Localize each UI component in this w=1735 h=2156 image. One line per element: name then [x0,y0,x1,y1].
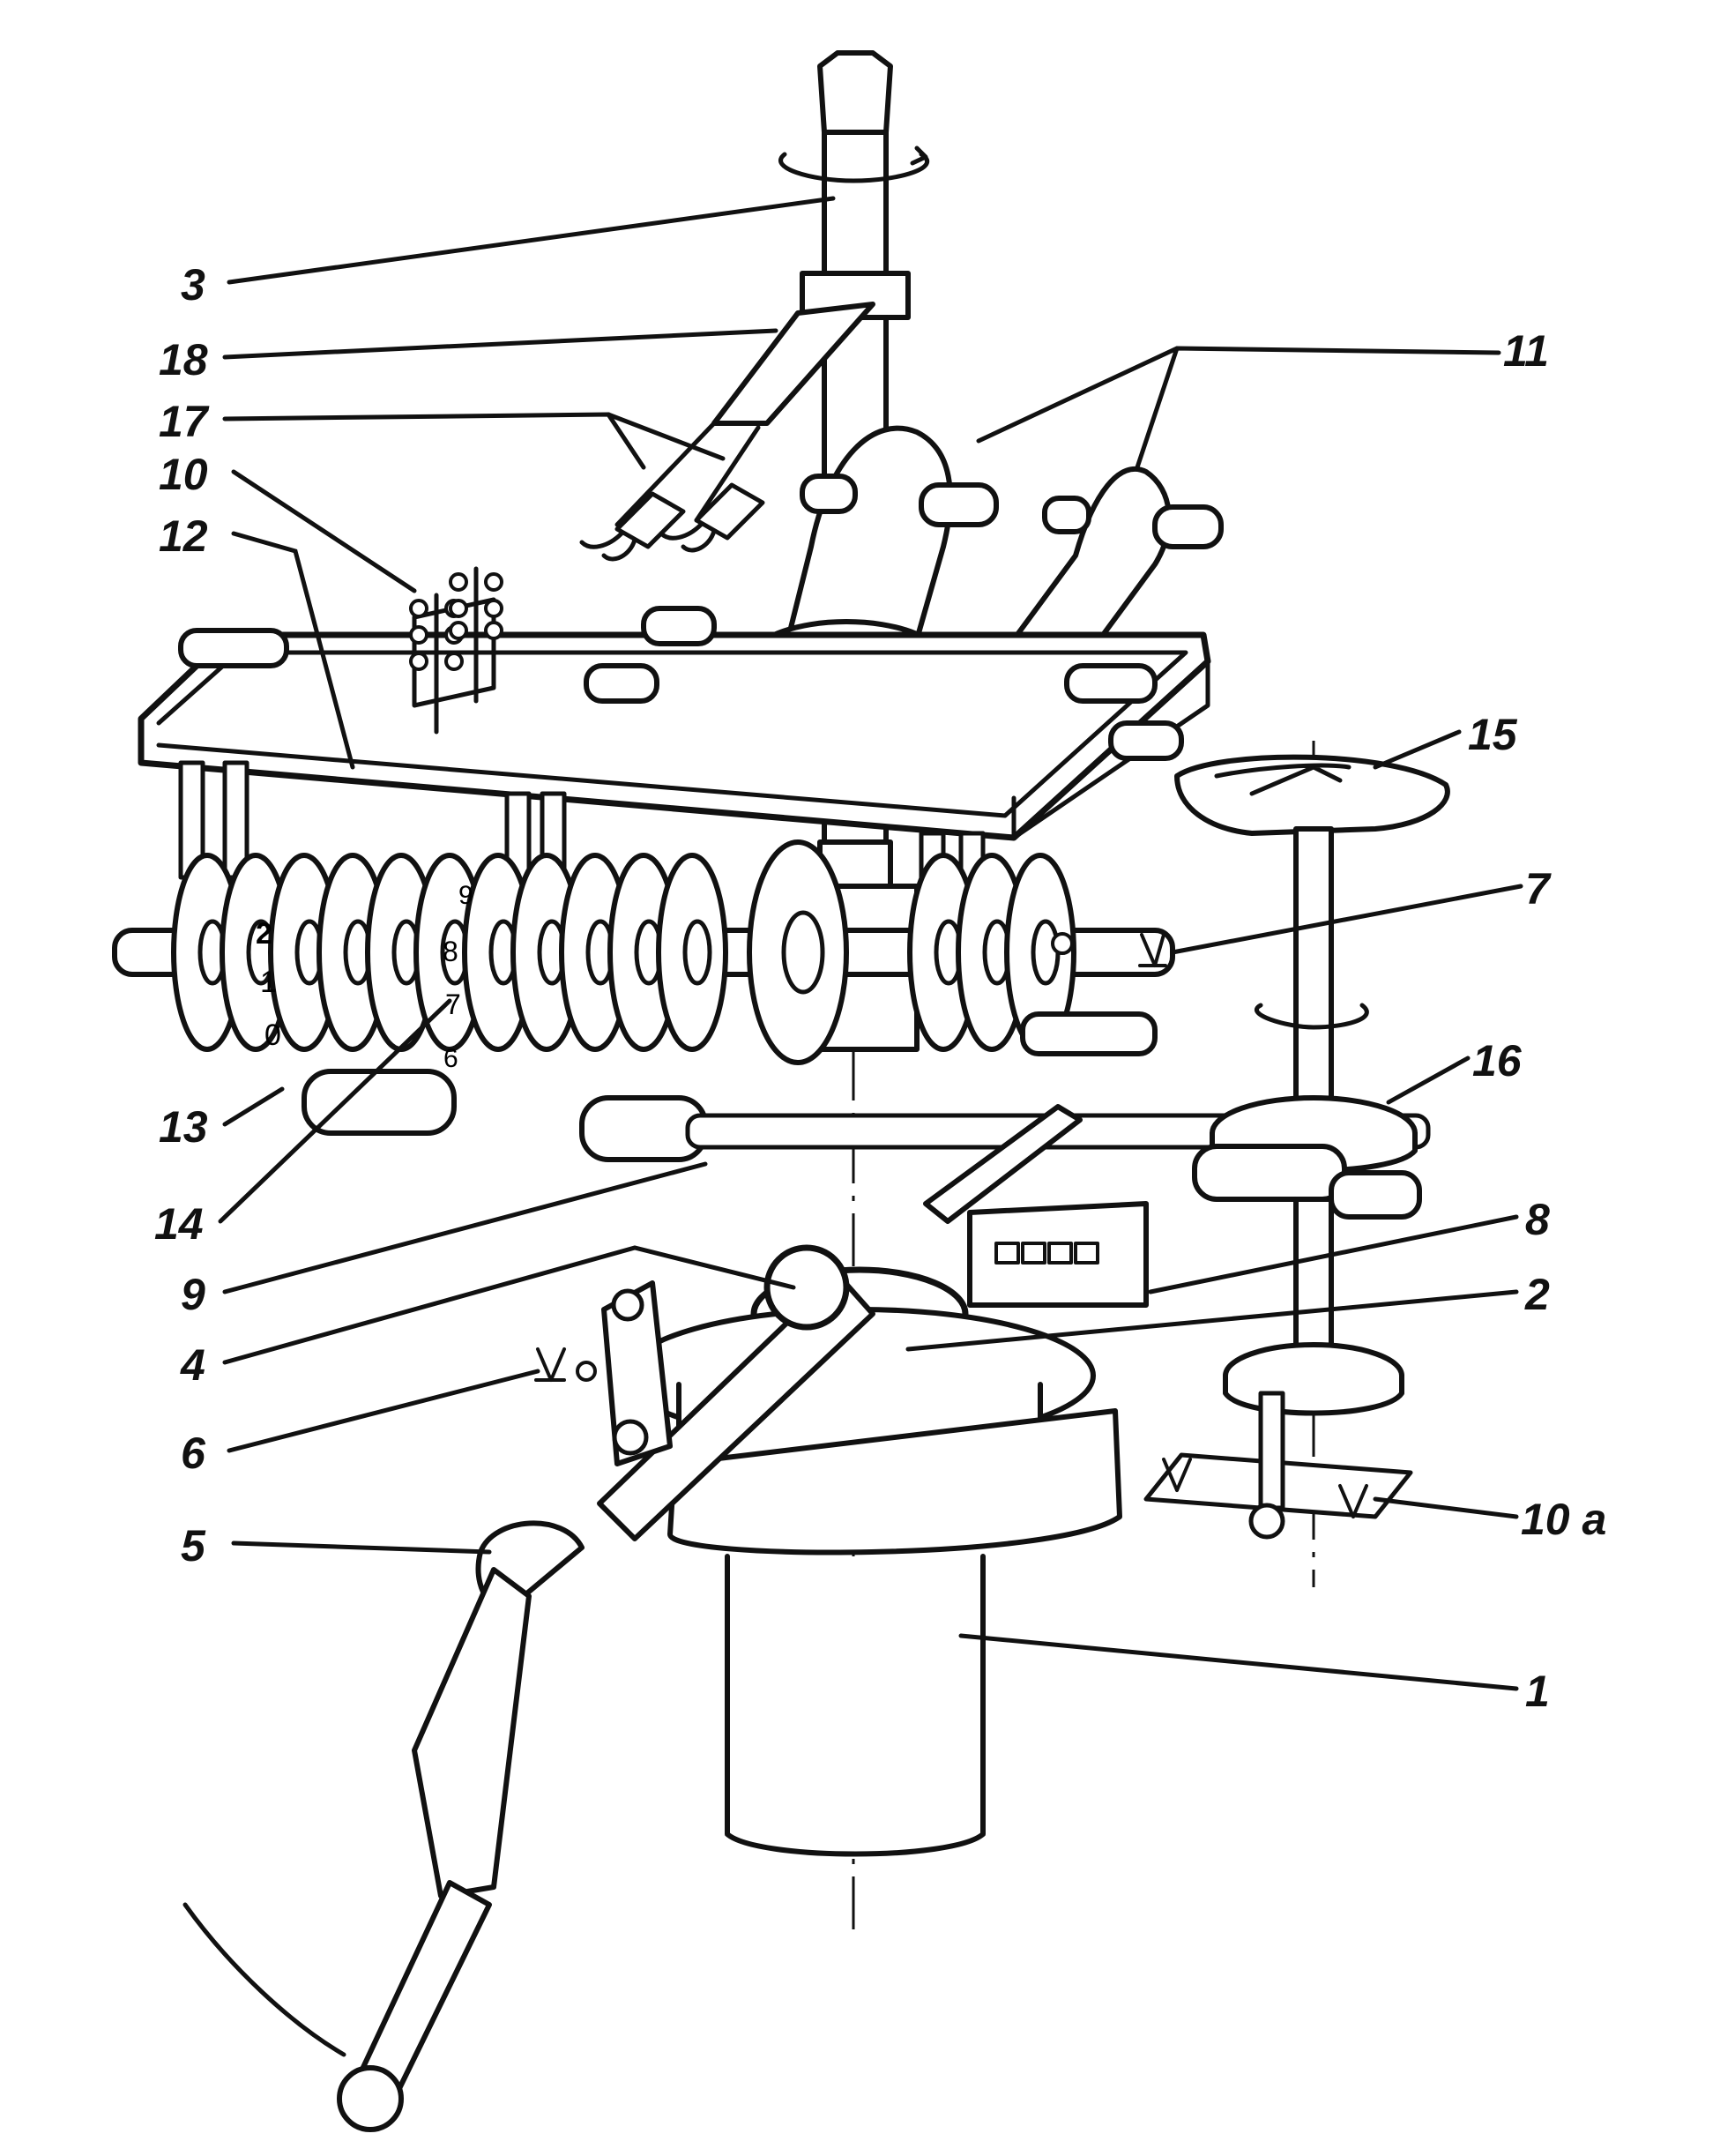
wheel-digit: 7 [445,988,461,1020]
label-5: 5 [181,1521,206,1570]
wheel-digit: 8 [443,936,458,967]
detent-posts [409,566,503,735]
label-10: 10 [159,450,208,499]
upper-frame [138,597,1211,841]
label-2: 2 [1524,1270,1550,1319]
label-18: 18 [159,335,208,384]
callout-labels: 3 18 17 10 12 11 15 7 16 13 14 9 8 4 2 6… [154,260,1606,1716]
label-12: 13 [159,1102,208,1152]
disc-hub [1031,919,1061,986]
counting-wheels: 2 1 0 9 8 7 6 [112,839,1175,1073]
label-3: 3 [181,260,205,310]
crank-assembly [182,1244,875,2132]
label-8: 8 [1525,1195,1550,1244]
thumb-screws [534,932,1368,1518]
wheel-digit: 9 [458,881,473,910]
base-housing [623,1266,1122,1857]
disc-hub [781,910,825,995]
label-13: 12 [159,511,208,561]
leader-lines [218,196,1523,1691]
label-15: 15 [1468,710,1518,759]
label-4: 4 [180,1340,205,1390]
disc-hub [682,919,712,986]
label-6: 6 [181,1429,206,1478]
label-17: 17 [159,397,210,446]
wheel-digit: 0 [264,1018,281,1052]
label-10a: 10 a [1521,1495,1606,1544]
probe-arm [579,302,875,562]
label-7: 7 [1525,864,1552,914]
label-16: 16 [1472,1036,1523,1085]
label-11: 11 [1503,326,1549,376]
label-1: 1 [1525,1667,1550,1716]
wheel-digit: 1 [260,966,277,999]
label-14: 14 [154,1199,204,1249]
right-spindle [1143,741,1450,1587]
wheel-digit: 6 [443,1044,458,1073]
wheel-digit: 2 [256,917,272,951]
label-9: 9 [181,1270,205,1319]
